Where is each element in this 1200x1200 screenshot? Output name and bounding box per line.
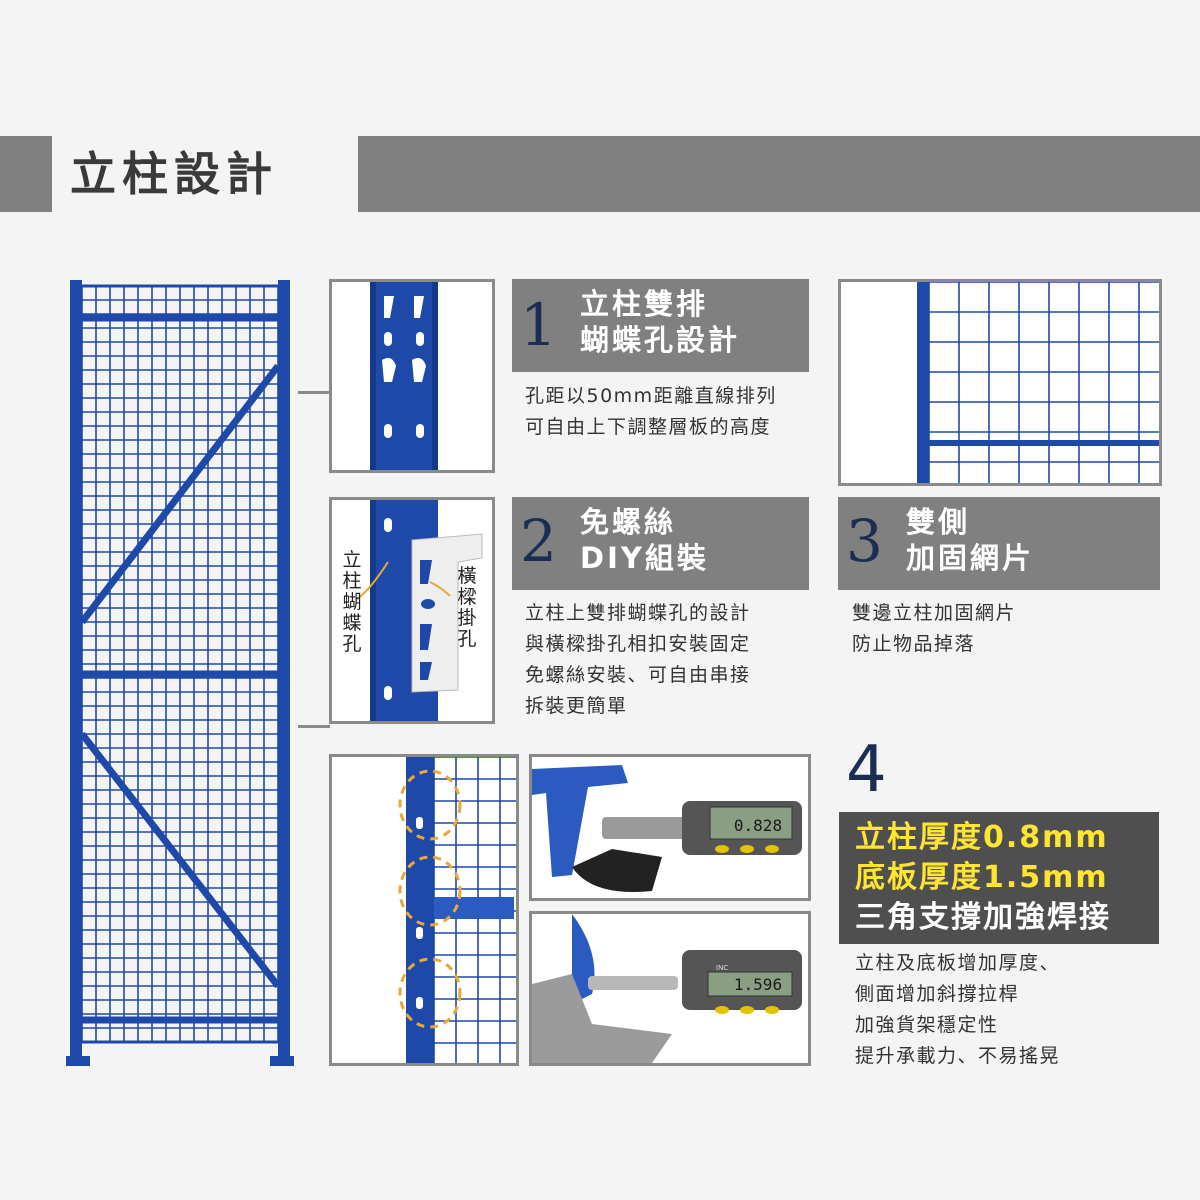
upright-holes-photo	[329, 279, 495, 473]
page-title: 立柱設計	[70, 147, 278, 201]
header-left-bar	[0, 136, 52, 212]
feature-2-title-line1: 免螺絲	[580, 505, 677, 539]
feature-3-number: 3	[846, 507, 883, 575]
side-brace-photo	[329, 754, 519, 1066]
feature-1-title-line2: 蝴蝶孔設計	[580, 323, 741, 357]
feature-2-title-line2: DIY組裝	[580, 541, 709, 575]
feature-1-description: 孔距以50mm距離直線排列 可自由上下調整層板的高度	[525, 385, 777, 438]
feature-2-title: 免螺絲 DIY組裝	[580, 504, 709, 576]
upright-hole-label: 立柱蝴蝶孔	[342, 549, 362, 655]
feature-3-title: 雙側 加固網片	[906, 504, 1034, 576]
feature-1-title-line1: 立柱雙排	[580, 287, 709, 321]
micrometer-unit: INC	[716, 964, 728, 972]
beam-hole-label: 橫樑掛孔	[457, 565, 477, 650]
feature-3-title-line1: 雙側	[906, 505, 971, 539]
micrometer-reading: 1.596	[734, 975, 782, 994]
header-right-bar	[358, 136, 1200, 212]
feature-4-number: 4	[846, 733, 887, 807]
baseplate-thickness-spec: 底板厚度1.5mm	[855, 860, 1109, 895]
feature-1-title-bar	[512, 279, 809, 372]
micrometer-upright-photo: 0.828	[529, 754, 811, 901]
feature-2-title-bar	[512, 497, 809, 590]
feature-4-description: 立柱及底板增加厚度、 側面增加斜撐拉桿 加強貨架穩定性 提升承載力、不易搖晃	[855, 952, 1061, 1067]
feature-3-title-line2: 加固網片	[906, 541, 1035, 575]
feature-4-spec-box: 立柱厚度0.8mm 底板厚度1.5mm 三角支撐加強焊接	[839, 812, 1159, 944]
feature-2-number: 2	[520, 507, 557, 575]
feature-2-description: 立柱上雙排蝴蝶孔的設計 與橫樑掛孔相扣安裝固定 免螺絲安裝、可自由串接 拆裝更簡…	[525, 602, 751, 717]
connector-line	[298, 725, 330, 728]
rack-frame-illustration	[66, 280, 294, 1066]
micrometer-reading: 0.828	[734, 816, 782, 835]
triangle-brace-spec: 三角支撐加強焊接	[855, 900, 1111, 935]
feature-3-title-bar	[838, 497, 1160, 590]
feature-3-description: 雙邊立柱加固網片 防止物品掉落	[852, 602, 1017, 655]
feature-1-number: 1	[520, 291, 557, 359]
feature-1-title: 立柱雙排 蝴蝶孔設計	[580, 286, 740, 358]
beam-hook-photo	[329, 497, 495, 724]
connector-line	[298, 391, 330, 394]
mesh-panel-photo	[838, 279, 1162, 486]
micrometer-baseplate-photo: INC 1.596	[529, 911, 811, 1066]
upright-thickness-spec: 立柱厚度0.8mm	[855, 820, 1109, 855]
